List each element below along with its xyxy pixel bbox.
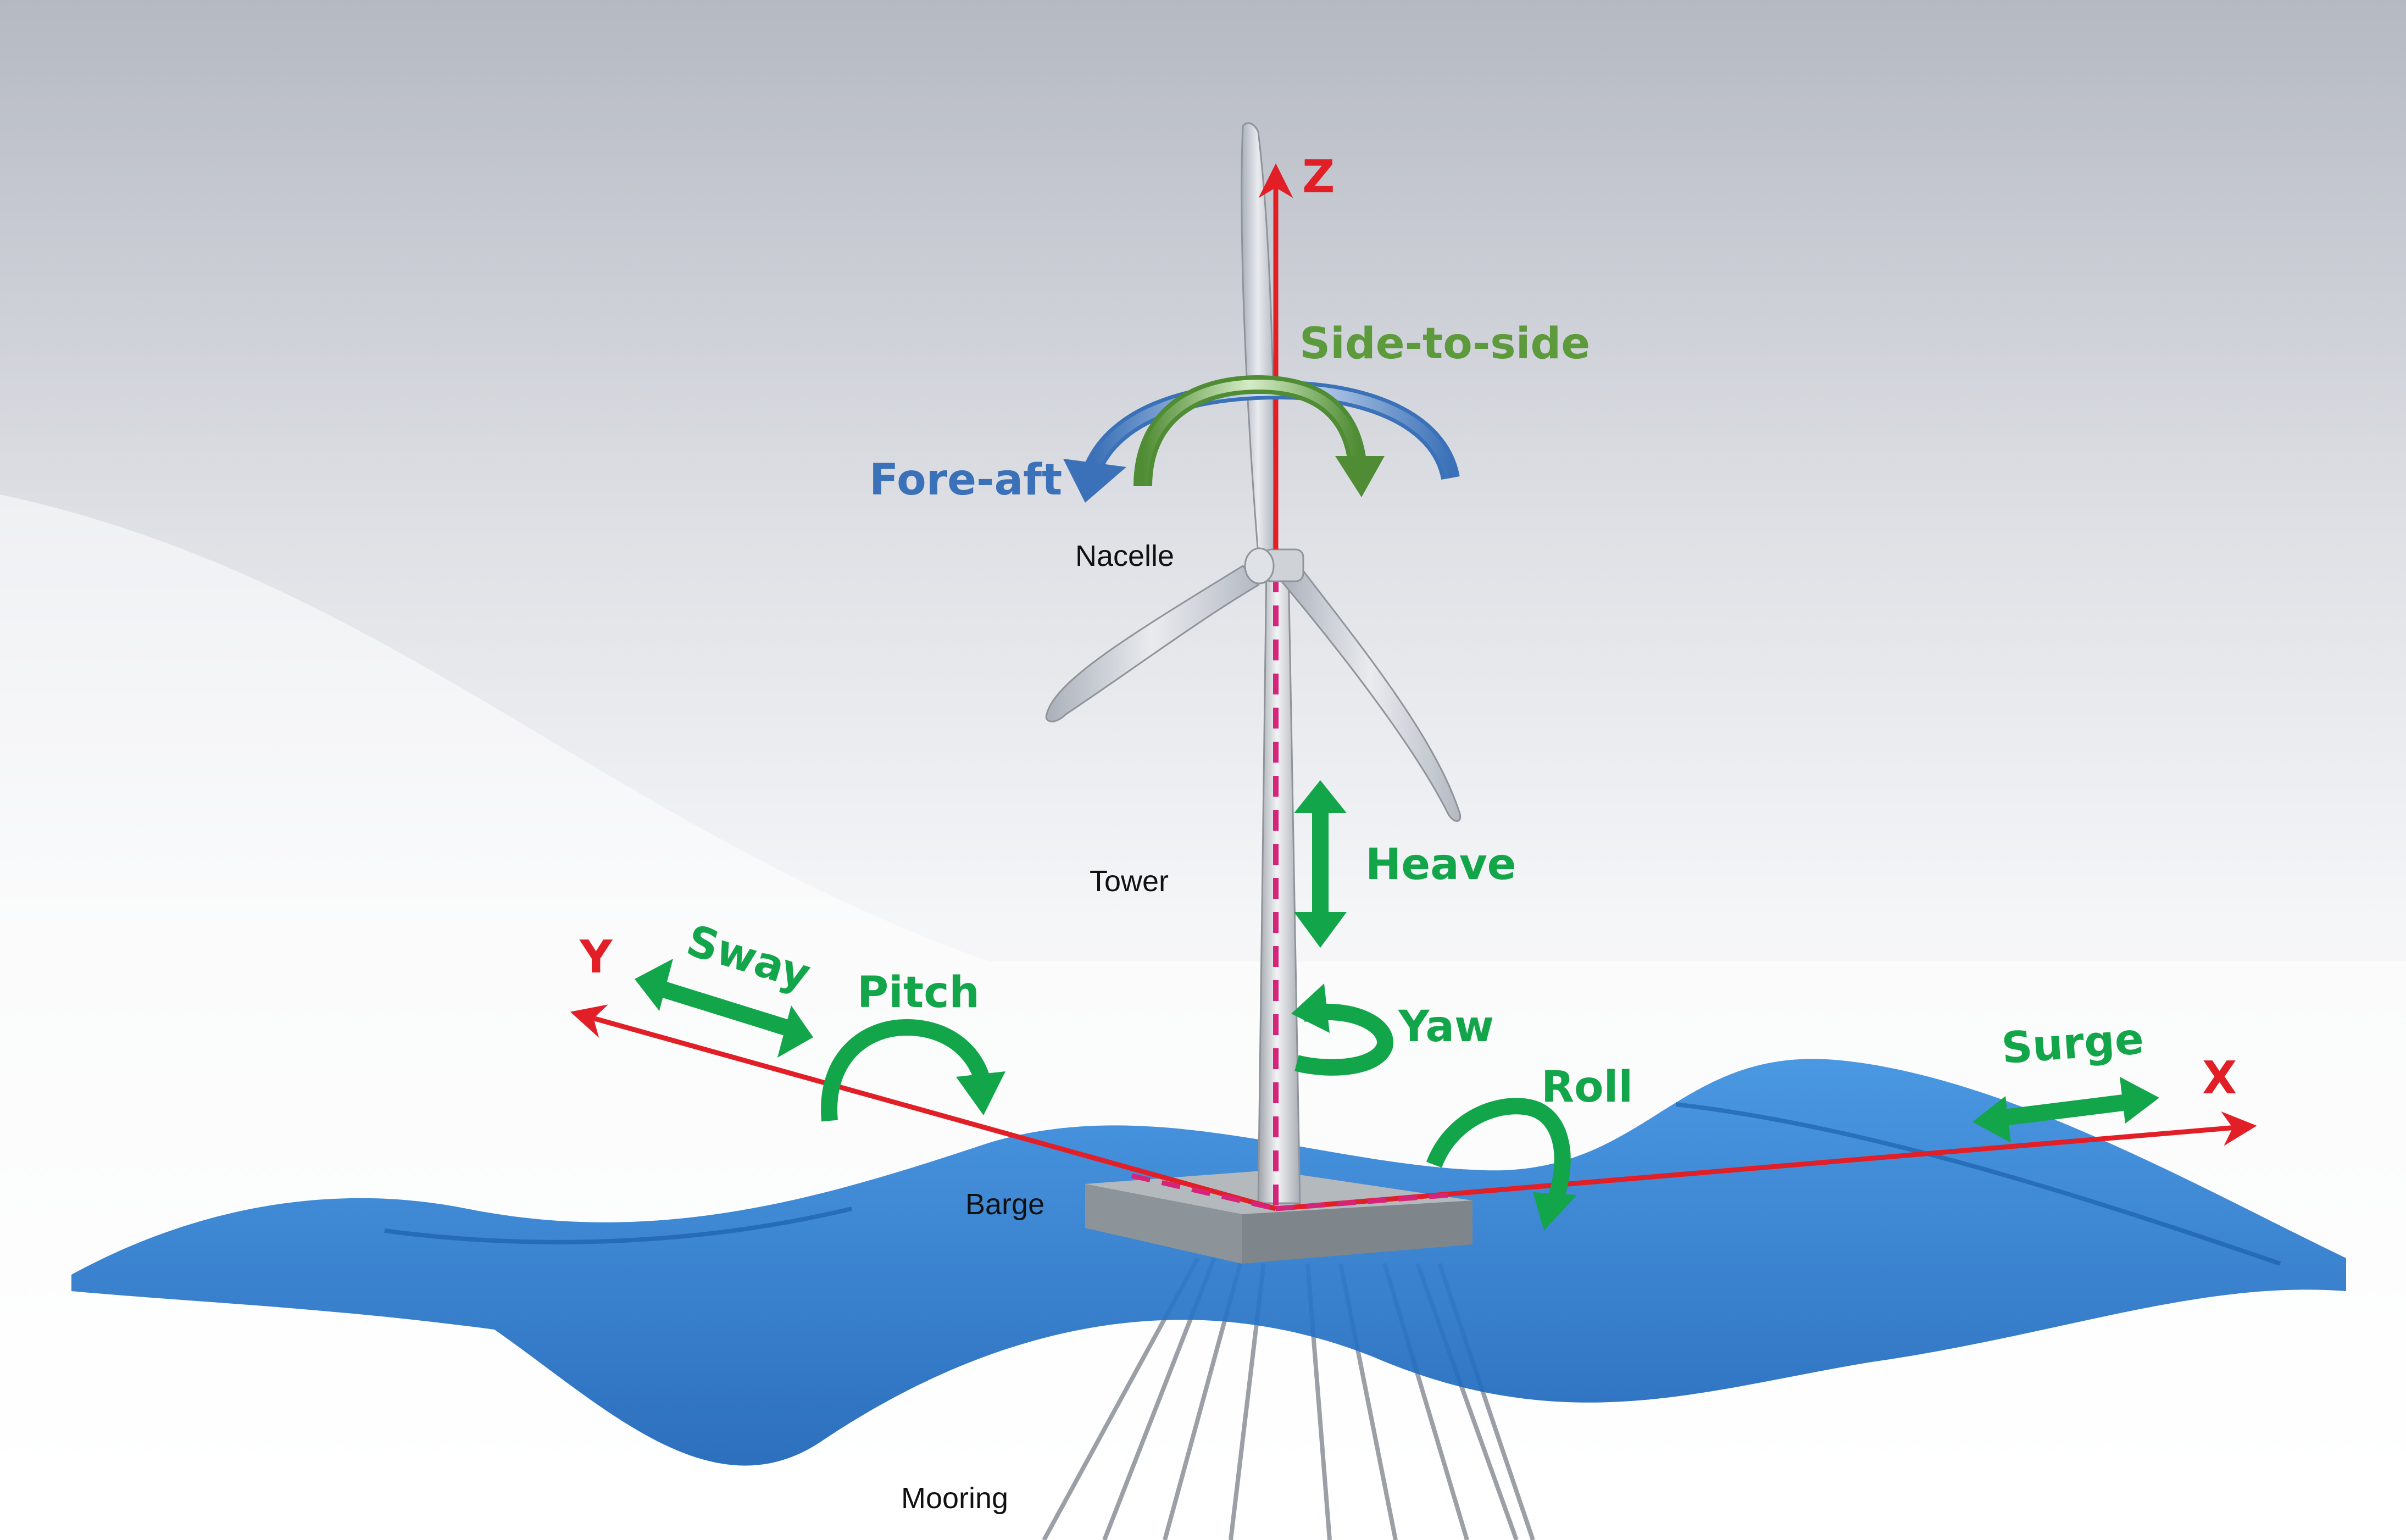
pitch-curved-arrow-icon	[821, 1019, 1005, 1122]
blade-right	[1279, 564, 1462, 822]
mooring-label: Mooring	[901, 1482, 1008, 1515]
yaw-label: Yaw	[1398, 1002, 1494, 1052]
surge-double-arrow-icon	[1972, 1077, 2159, 1143]
surge-label: Surge	[2000, 1014, 2146, 1074]
tower-label: Tower	[1090, 865, 1169, 898]
roll-curved-arrow-icon	[1426, 1098, 1577, 1231]
blade-left	[1045, 565, 1260, 722]
fore-aft-label: Fore-aft	[869, 455, 1062, 505]
nacelle-label: Nacelle	[1075, 540, 1174, 572]
sway-double-arrow-icon	[635, 959, 813, 1058]
barge-label: Barge	[965, 1188, 1044, 1221]
yaw-curved-arrow-icon	[1291, 983, 1393, 1076]
water-surface	[71, 1059, 2346, 1466]
water-ripple	[1675, 1102, 2281, 1266]
heave-label: Heave	[1365, 840, 1516, 889]
nacelle	[1244, 547, 1304, 585]
pitch-label: Pitch	[857, 968, 980, 1018]
z-axis-label: Z	[1302, 151, 1335, 203]
y-axis	[570, 1004, 1277, 1211]
roll-label: Roll	[1541, 1063, 1633, 1112]
side-to-side-label: Side-to-side	[1299, 319, 1590, 369]
side-to-side-curved-arrow-icon	[1133, 375, 1385, 497]
barge-dashed-axis	[1131, 1173, 1277, 1211]
water-ripple	[384, 1207, 852, 1244]
y-axis-label: Y	[579, 931, 613, 983]
x-axis-label: X	[2202, 1052, 2237, 1104]
heave-double-arrow-icon	[1294, 780, 1347, 948]
